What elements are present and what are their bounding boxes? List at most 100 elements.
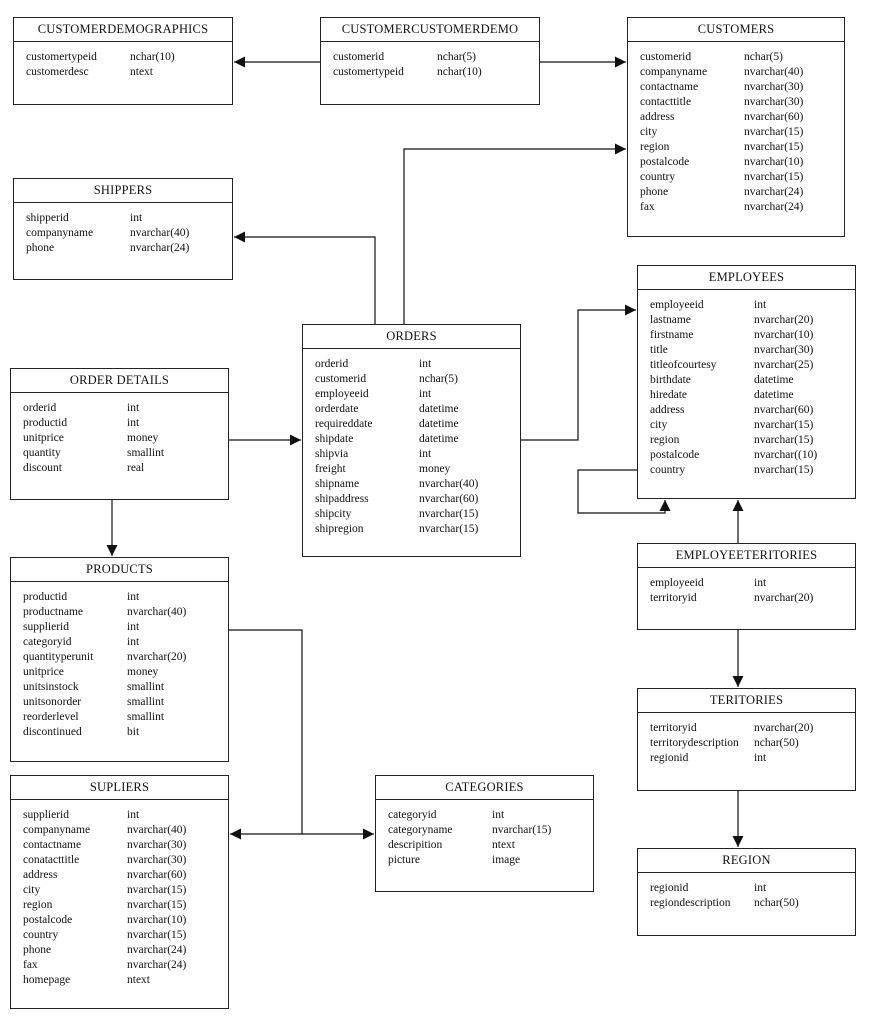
field-name: shipcity — [315, 508, 352, 520]
field-name: territoryid — [650, 722, 697, 734]
field-row: categoryid int — [376, 808, 593, 823]
field-name: discount — [23, 462, 62, 474]
field-name: shipaddress — [315, 493, 369, 505]
field-name: country — [640, 171, 676, 183]
field-type: nvarchar(15) — [754, 464, 814, 476]
field-name: regionid — [650, 882, 689, 894]
relationship-employees-to-employees — [577, 469, 671, 514]
field-type: smallint — [127, 711, 165, 723]
field-type: nchar(5) — [744, 51, 783, 63]
field-type: nvarchar(24) — [744, 201, 804, 213]
field-type: int — [127, 621, 140, 633]
field-name: categoryid — [388, 809, 437, 821]
relationship-orders-to-shippers — [234, 231, 376, 324]
field-name: companyname — [640, 66, 708, 78]
field-type: nvarchar(60) — [419, 493, 479, 505]
relationship-customercustomerdemo-to-customers — [540, 56, 626, 68]
field-type: nvarchar(25) — [754, 359, 814, 371]
table-title: CUSTOMERCUSTOMERDEMO — [321, 18, 539, 42]
field-name: unitsinstock — [23, 681, 79, 693]
field-type: money — [127, 432, 159, 444]
field-type: nvarchar(20) — [754, 722, 814, 734]
field-type: datetime — [419, 403, 459, 415]
field-name: quantityperunit — [23, 651, 94, 663]
field-name: customertypeid — [333, 66, 404, 78]
field-name: city — [23, 884, 41, 896]
field-type: nvarchar(60) — [744, 111, 804, 123]
table-title: EMPLOYEETERITORIES — [638, 544, 855, 568]
field-row: postalcode nvarchar((10) — [638, 448, 855, 463]
field-type: int — [419, 448, 432, 460]
field-name: picture — [388, 854, 420, 866]
field-row: quantityperunit nvarchar(20) — [11, 650, 228, 665]
relationship-products-to-supliers — [229, 629, 303, 840]
arrowhead — [363, 828, 374, 840]
field-type: int — [492, 809, 505, 821]
field-type: smallint — [127, 447, 165, 459]
table-title: SUPLIERS — [11, 776, 228, 800]
field-row: shipaddress nvarchar(60) — [303, 492, 520, 507]
field-name: unitsonorder — [23, 696, 82, 708]
field-name: productname — [23, 606, 84, 618]
field-name: customertypeid — [26, 51, 97, 63]
table-title: CUSTOMERS — [628, 18, 844, 42]
field-name: productid — [23, 591, 68, 603]
field-name: region — [640, 141, 670, 153]
table-title: CATEGORIES — [376, 776, 593, 800]
field-name: postalcode — [650, 449, 700, 461]
field-name: customerid — [333, 51, 385, 63]
field-name: phone — [23, 944, 52, 956]
table-title: PRODUCTS — [11, 558, 228, 582]
field-name: phone — [26, 242, 55, 254]
arrowhead — [106, 545, 118, 556]
field-name: contactname — [23, 839, 82, 851]
field-type: nvarchar(15) — [419, 508, 479, 520]
field-type: money — [127, 666, 159, 678]
relationship-territories-to-region — [732, 791, 744, 847]
field-name: regionid — [650, 752, 689, 764]
field-type: nvarchar((10) — [754, 449, 818, 461]
field-type: datetime — [754, 389, 794, 401]
field-name: unitprice — [23, 666, 64, 678]
field-row: unitprice money — [11, 665, 228, 680]
field-type: nvarchar(30) — [754, 344, 814, 356]
field-type: nvarchar(15) — [127, 929, 187, 941]
field-type: nvarchar(10) — [754, 329, 814, 341]
field-type: nvarchar(15) — [754, 434, 814, 446]
field-type: datetime — [419, 418, 459, 430]
field-type: nvarchar(20) — [127, 651, 187, 663]
field-name: supplierid — [23, 809, 69, 821]
